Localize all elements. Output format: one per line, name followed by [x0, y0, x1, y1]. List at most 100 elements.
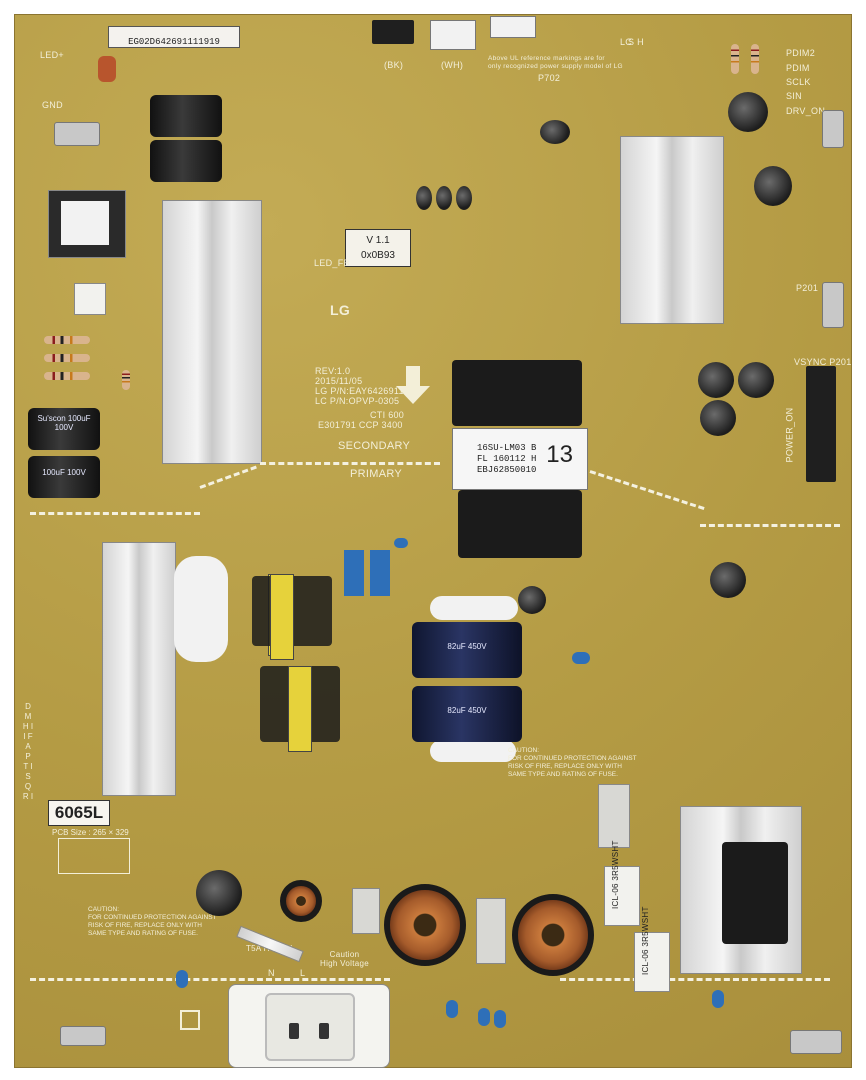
ccp-label: E301791 CCP 3400 — [318, 420, 403, 430]
cap-right-6 — [710, 562, 746, 598]
p702-connector — [490, 16, 536, 38]
bulk-cap-2: 82uF 450V — [412, 686, 522, 742]
lg-pn-label: LG P/N:EAY64269111 — [315, 386, 409, 396]
wh-label: (WH) — [441, 60, 464, 70]
isolation-line — [30, 978, 390, 981]
power-on-label: POWER_ON — [784, 407, 795, 463]
small-cap — [540, 120, 570, 144]
date-label: 2015/11/05 — [315, 376, 363, 386]
vsync-label: VSYNC P201 — [794, 357, 852, 367]
square-pad — [74, 283, 106, 315]
heatsink-secondary-left — [162, 200, 262, 464]
high-voltage-label: Caution High Voltage — [320, 950, 369, 968]
bulk-cap-1: 82uF 450V — [412, 622, 522, 678]
icl-thermistor-1: ICL-06 3R5WSHT — [604, 840, 640, 926]
film-cap-blue — [344, 550, 364, 596]
mounting-tab — [54, 122, 100, 146]
caution-mid: CAUTION: FOR CONTINUED PROTECTION AGAINS… — [508, 747, 637, 778]
common-mode-choke-small — [280, 880, 322, 922]
ul-note: Above UL reference markings are for only… — [488, 55, 623, 70]
lg-logo: LG — [330, 302, 351, 318]
heatsink-secondary-right — [620, 136, 724, 324]
y-cap — [176, 970, 188, 988]
transformer-label: 16SU-LM03 B FL 160112 H EBJ62850010 13 — [452, 428, 588, 490]
resistor — [44, 372, 90, 380]
mounting-tab — [822, 110, 844, 148]
gnd-label: GND — [42, 100, 63, 110]
rating-table — [58, 838, 130, 874]
pdim2-label: PDIM2 — [786, 48, 816, 58]
x-cap — [598, 784, 630, 848]
mounting-tab — [60, 1026, 106, 1046]
line-label: L — [300, 968, 306, 978]
y-cap — [446, 1000, 458, 1018]
serial-text: EG02D642691111919 — [128, 37, 220, 47]
icl-thermistor-2: ICL-06 3R5WSHT — [634, 906, 670, 992]
x-cap — [476, 898, 506, 964]
side-code: D M H I I F A P T I S Q R I — [22, 702, 34, 801]
y-cap — [394, 538, 408, 548]
resistor — [731, 44, 739, 74]
suscon-cap-1: Su'scon 100uF 100V — [28, 408, 100, 450]
rev-label: REV:1.0 — [315, 366, 351, 376]
suscon-cap-2: 100uF 100V — [28, 456, 100, 498]
serial-sticker: EG02D642691111919 — [108, 26, 240, 48]
cable-wrap — [430, 596, 518, 620]
transformer-core-bottom — [458, 490, 582, 558]
pfc-coil-1-label — [270, 574, 294, 660]
neutral-label: N — [268, 968, 275, 978]
transformer-core-top — [452, 360, 582, 426]
transformer-line1: 16SU-LM03 B — [477, 443, 537, 453]
cap-right-3 — [698, 362, 734, 398]
led-plus-label: LED+ — [40, 50, 64, 60]
p702-label: P702 — [538, 73, 561, 83]
resistor — [122, 370, 130, 390]
sclk-label: SCLK — [786, 77, 811, 87]
lc-label: LC — [620, 37, 633, 47]
y-cap — [494, 1010, 506, 1028]
bk-label: (BK) — [384, 60, 404, 70]
cap-right-5 — [700, 400, 736, 436]
sh-label: S H — [628, 37, 644, 47]
isolation-line — [560, 978, 830, 981]
film-cap — [98, 56, 116, 82]
cable-wrap — [174, 556, 228, 662]
pcb-size-label: PCB Size : 265 × 329 — [52, 828, 129, 837]
drv-on-label: DRV_ON — [786, 106, 826, 116]
mounting-tab — [822, 282, 844, 328]
ac-pin — [319, 1023, 329, 1039]
version-line2: 0x0B93 — [361, 250, 395, 261]
y-cap — [572, 652, 590, 664]
common-mode-choke-2 — [512, 894, 594, 976]
small-cap — [436, 186, 452, 210]
heatsink-primary — [102, 542, 176, 796]
cap-top-2 — [150, 140, 222, 182]
x-cap — [352, 888, 380, 934]
isolation-line — [30, 512, 200, 515]
resistor — [44, 354, 90, 362]
secondary-label: SECONDARY — [338, 440, 411, 452]
ac-socket-face — [265, 993, 355, 1061]
transformer-line3: EBJ62850010 — [477, 465, 537, 475]
silkscreen-square — [180, 1010, 200, 1030]
bridge-rectifier — [722, 842, 788, 944]
lc-pn-label: LC P/N:OPVP-0305 — [315, 396, 400, 406]
cable-wrap — [430, 740, 516, 762]
ac-input-socket — [228, 984, 390, 1068]
primary-label: PRIMARY — [350, 468, 403, 480]
resistor — [44, 336, 90, 344]
transformer-line2: FL 160112 H — [477, 454, 537, 464]
small-cap — [456, 186, 472, 210]
version-line1: V 1.1 — [366, 235, 390, 246]
film-cap-blue — [370, 550, 390, 596]
y-cap — [712, 990, 724, 1008]
cap-mid — [518, 586, 546, 614]
pfc-coil-2 — [288, 666, 312, 752]
p201-connector — [806, 366, 836, 482]
varistor — [196, 870, 242, 916]
bk-connector — [372, 20, 414, 44]
model-box: 6065L — [48, 800, 110, 826]
cap-right-2 — [754, 166, 792, 206]
mounting-tab — [790, 1030, 842, 1054]
p201-label: P201 — [796, 283, 819, 293]
